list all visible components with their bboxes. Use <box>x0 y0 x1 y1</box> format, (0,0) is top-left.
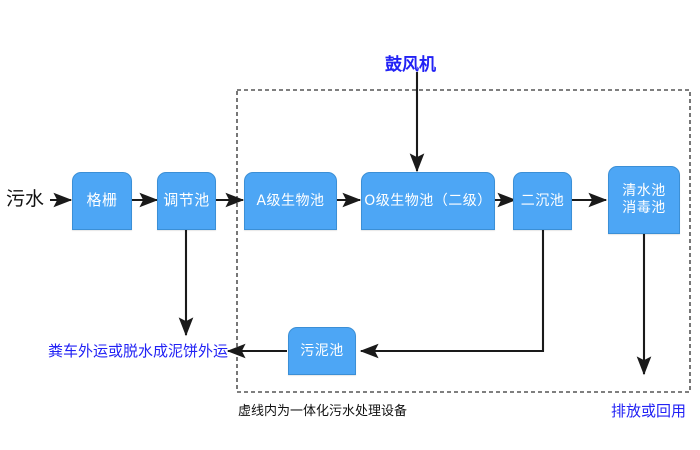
label-sludge-disposal: 粪车外运或脱水成泥饼外运 <box>48 340 228 361</box>
node-o-stage-bio-tank[interactable]: O级生物池（二级） <box>361 172 495 230</box>
node-secondary-settler-label: 二沉池 <box>520 192 565 209</box>
node-disinfection-label: 消毒池 <box>622 200 666 216</box>
label-influent-text: 污水 <box>6 188 45 210</box>
node-adjust-tank-label: 调节池 <box>163 191 210 210</box>
label-dashed-caption: 虚线内为一体化污水处理设备 <box>238 400 407 419</box>
label-influent: 污水 <box>6 184 44 211</box>
node-sludge-tank[interactable]: 污泥池 <box>288 327 356 375</box>
node-secondary-settler[interactable]: 二沉池 <box>513 172 572 230</box>
label-blower: 鼓风机 <box>385 50 436 75</box>
node-o-stage-bio-tank-label: O级生物池（二级） <box>364 192 492 209</box>
node-adjust-tank[interactable]: 调节池 <box>157 172 216 230</box>
label-discharge-or-reuse-text: 排放或回用 <box>611 402 687 420</box>
label-sludge-disposal-text: 粪车外运或脱水成泥饼外运 <box>48 342 229 360</box>
dashed-equipment-boundary <box>236 89 691 393</box>
node-a-stage-bio-tank[interactable]: A级生物池 <box>244 172 337 230</box>
node-a-stage-bio-tank-label: A级生物池 <box>256 192 325 209</box>
arrow-settler-to-sludge <box>359 230 545 359</box>
node-grid-label: 格栅 <box>86 191 118 210</box>
node-grid[interactable]: 格栅 <box>72 172 132 230</box>
label-blower-text: 鼓风机 <box>385 55 436 75</box>
node-sludge-tank-label: 污泥池 <box>300 342 344 359</box>
node-clearwater-disinfection-tank[interactable]: 清水池 消毒池 <box>608 166 680 234</box>
label-discharge-or-reuse: 排放或回用 <box>611 400 686 421</box>
label-dashed-caption-text: 虚线内为一体化污水处理设备 <box>238 404 408 419</box>
node-clearwater-label: 清水池 <box>622 183 666 200</box>
